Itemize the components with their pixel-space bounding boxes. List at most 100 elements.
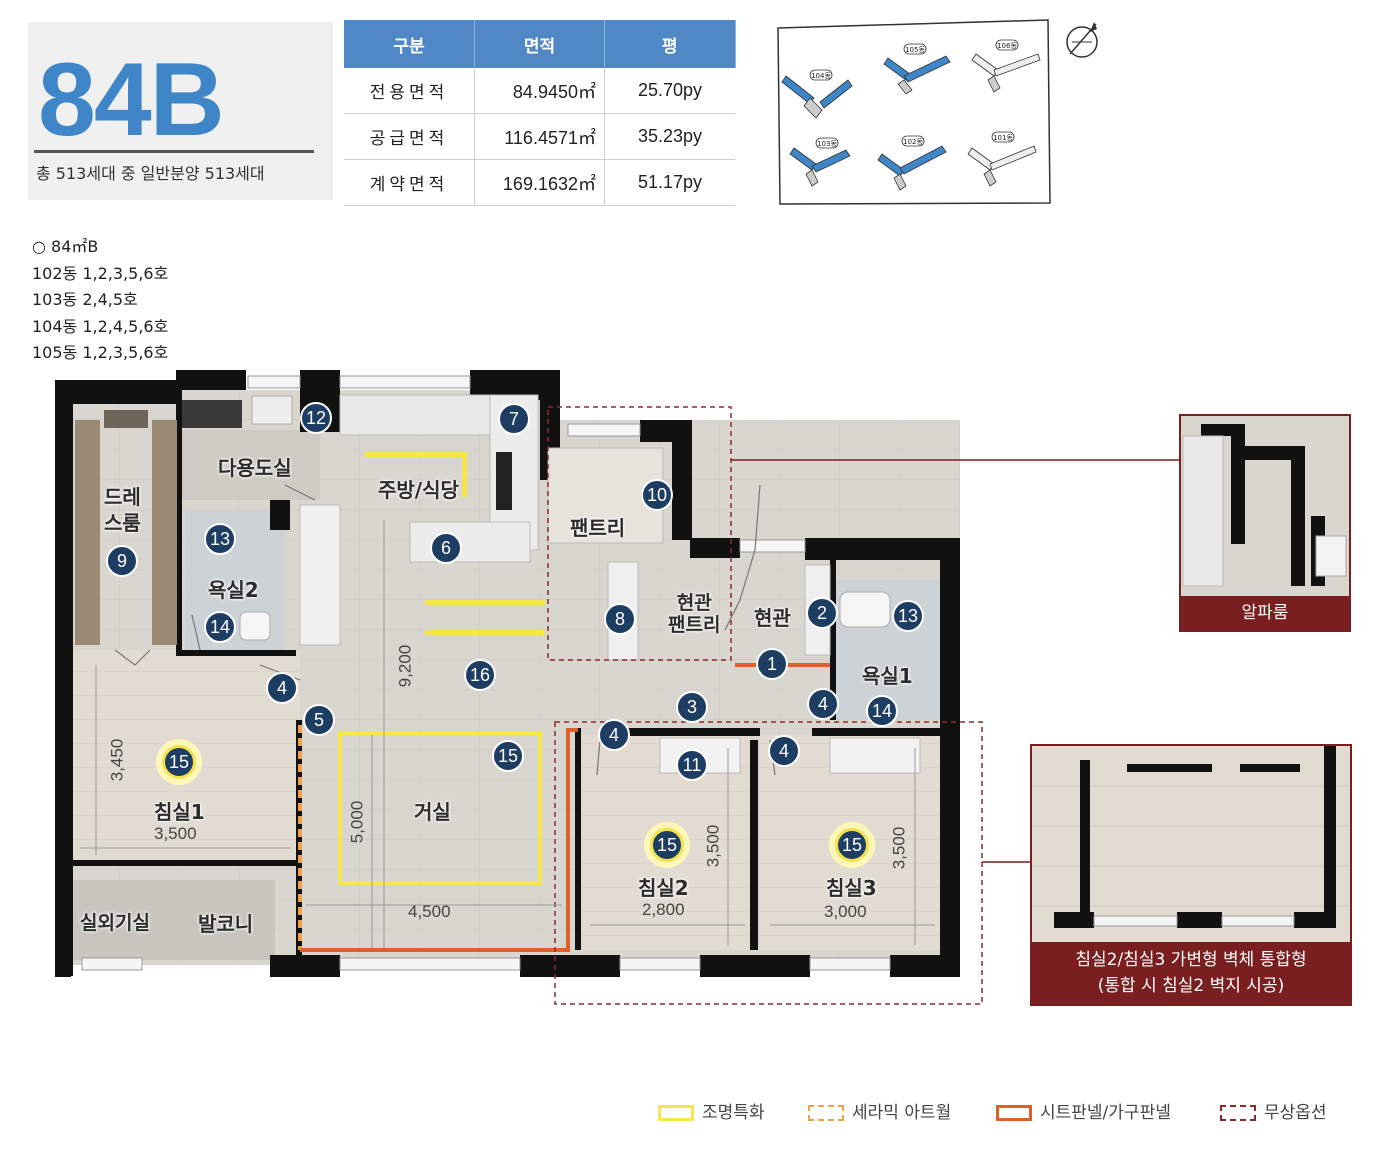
marker-11: 11 [676, 749, 708, 781]
site-map: 104동 105동 106동 103동 102동 101동 [777, 19, 1051, 205]
marker-10: 10 [641, 479, 673, 511]
table-row: 계약면적 169.1632㎡ 51.17py [344, 159, 735, 206]
marker-15: 15 [650, 828, 684, 862]
merged-bedroom-plan [1032, 746, 1350, 942]
marker-1: 1 [756, 648, 788, 680]
room-bath2: 욕실2 [208, 578, 259, 602]
marker-4: 4 [807, 688, 839, 720]
floor-outdoor-unit [70, 880, 170, 960]
merged-caption-line-2: (통합 시 침실2 벽지 시공) [1097, 976, 1285, 996]
divider [34, 150, 314, 153]
marker-4: 4 [598, 719, 630, 751]
room-kitchen: 주방/식당 [378, 478, 459, 502]
area-row-label: 전용면적 [344, 68, 475, 114]
area-row-py: 25.70py [604, 68, 735, 114]
unit-summary: 총 513세대 중 일반분양 513세대 [36, 164, 265, 183]
applicable-units-list: ○ 84㎡B 102동 1,2,3,5,6호 103동 2,4,5호 104동 … [32, 234, 168, 367]
area-row-sqm: 169.1632㎡ [474, 159, 605, 206]
marker-4: 4 [768, 735, 800, 767]
alpha-room-caption: 알파룸 [1181, 596, 1349, 630]
floor-utility [180, 430, 320, 500]
dim-bed2-height: 3,500 [703, 824, 723, 868]
dim-bed3-width: 3,000 [824, 902, 867, 921]
building-105: 105동 [883, 43, 951, 95]
building-label: 101동 [993, 134, 1013, 142]
list-item: ○ 84㎡B [32, 237, 99, 256]
merged-bedroom-inset: 침실2/침실3 가변형 벽체 통합형 (통합 시 침실2 벽지 시공) [1030, 744, 1352, 1006]
dim-living-width: 4,500 [408, 902, 451, 921]
inset-connectors [731, 459, 1180, 863]
marker-5: 5 [303, 704, 335, 736]
building-label: 105동 [905, 46, 925, 54]
table-row: 전용면적 84.9450㎡ 25.70py [344, 68, 735, 114]
marker-15: 15 [835, 828, 869, 862]
living-lighting-frame [338, 731, 542, 885]
room-bed1: 침실1 [154, 800, 205, 824]
room-dressroom: 드레 스룸 [104, 485, 141, 535]
legend-lighting: 조명특화 [658, 1098, 765, 1123]
area-row-sqm: 116.4571㎡ [474, 113, 605, 160]
unit-type-code: 84B [38, 42, 225, 158]
merged-caption-line-1: 침실2/침실3 가변형 벽체 통합형 [1075, 950, 1307, 970]
list-item: 104동 1,2,4,5,6호 [32, 316, 169, 336]
area-table-header: 평 [604, 20, 736, 68]
lighting-strips [365, 452, 545, 635]
building-103: 103동 [789, 137, 851, 187]
dim-total-depth: 9,200 [395, 644, 415, 688]
area-row-py: 51.17py [604, 159, 735, 206]
area-table-header: 면적 [474, 20, 605, 68]
marker-3: 3 [676, 691, 708, 723]
marker-6: 6 [430, 532, 462, 564]
marker-15: 15 [162, 745, 196, 779]
merged-bedroom-caption: 침실2/침실3 가변형 벽체 통합형 (통합 시 침실2 벽지 시공) [1032, 942, 1350, 1004]
building-label: 104동 [811, 72, 831, 80]
marker-12: 12 [300, 402, 332, 434]
room-entry-pantry: 현관 팬트리 [668, 592, 721, 636]
legend-free-option: 무상옵션 [1220, 1098, 1327, 1123]
legend-swatch-sheet [996, 1105, 1032, 1121]
building-104: 104동 [781, 69, 853, 119]
legend-label: 조명특화 [702, 1103, 765, 1123]
dim-bed1-width: 3,500 [154, 824, 197, 843]
room-pantry: 팬트리 [570, 516, 626, 540]
area-row-sqm: 84.9450㎡ [474, 68, 605, 114]
room-bed2: 침실2 [638, 876, 689, 900]
marker-8: 8 [604, 603, 636, 635]
legend-label: 세라믹 아트월 [852, 1103, 952, 1123]
marker-9: 9 [106, 545, 138, 577]
legend-label: 무상옵션 [1264, 1103, 1327, 1123]
area-table-header-row: 구분 면적 평 [344, 20, 736, 68]
room-balcony: 발코니 [198, 912, 254, 936]
building-106: 106동 [971, 39, 1041, 93]
legend-swatch-lighting [658, 1105, 694, 1121]
room-living: 거실 [414, 800, 451, 824]
legend-ceramic-artwall: 세라믹 아트월 [808, 1098, 952, 1123]
area-row-label: 계약면적 [344, 159, 475, 206]
unit-type-panel: 84B 총 513세대 중 일반분양 513세대 [28, 22, 333, 200]
dim-bed1-height: 3,450 [107, 738, 127, 782]
marker-14: 14 [866, 695, 898, 727]
marker-16: 16 [464, 659, 496, 691]
list-item: 102동 1,2,3,5,6호 [32, 263, 169, 283]
dim-living-height: 5,000 [347, 800, 367, 844]
legend-swatch-free [1220, 1105, 1256, 1121]
legend-swatch-ceramic [808, 1105, 844, 1121]
dim-bed2-width: 2,800 [642, 900, 685, 919]
marker-13: 13 [204, 523, 236, 555]
area-table-header: 구분 [344, 20, 475, 68]
free-option-areas [547, 406, 983, 1005]
area-row-label: 공급면적 [344, 113, 475, 160]
list-item: 103동 2,4,5호 [32, 290, 138, 309]
windows [81, 375, 891, 971]
room-bath1: 욕실1 [862, 664, 913, 688]
alpha-room-plan [1181, 416, 1349, 596]
dim-bed3-height: 3,500 [889, 826, 909, 870]
legend-label: 시트판넬/가구판넬 [1040, 1103, 1171, 1123]
marker-15: 15 [492, 740, 524, 772]
room-entry: 현관 [754, 606, 791, 630]
building-label: 102동 [903, 138, 923, 146]
list-item: 105동 1,2,3,5,6호 [32, 343, 169, 362]
marker-13: 13 [892, 600, 924, 632]
building-label: 106동 [997, 42, 1017, 50]
alpha-room-inset: 알파룸 [1179, 414, 1351, 632]
